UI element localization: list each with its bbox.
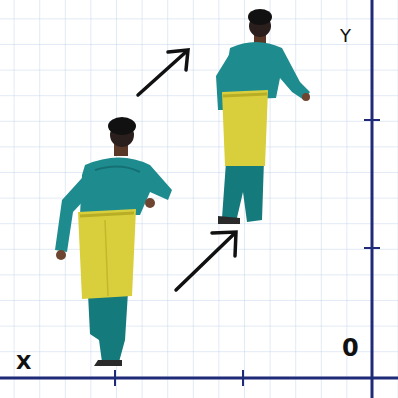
axis-label: X <box>16 352 31 372</box>
dancer-figure <box>55 117 172 366</box>
motion-arrow <box>176 232 236 290</box>
dancer-figure <box>216 9 310 224</box>
motion-arrow <box>138 50 188 95</box>
axis-label: Y <box>340 27 351 45</box>
axis-label: 0 <box>342 336 359 360</box>
